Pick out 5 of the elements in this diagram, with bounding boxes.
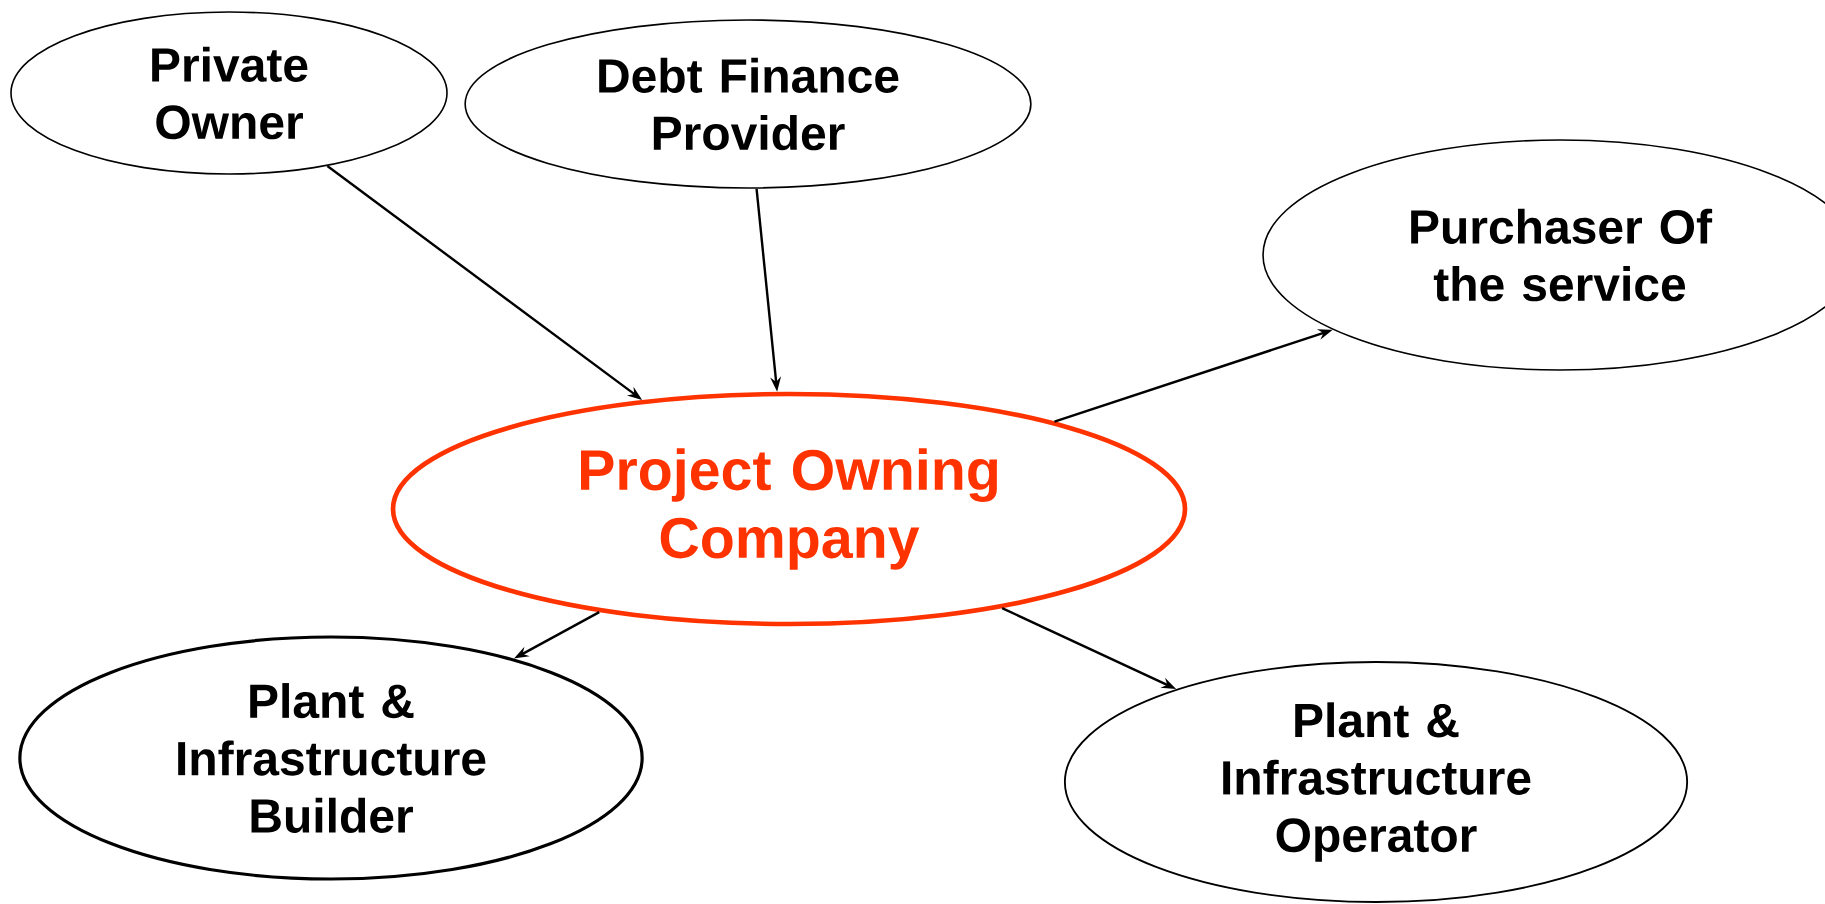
- ellipse-node: Project Owning Company: [390, 391, 1188, 627]
- ellipse-node: Plant & Infrastructure Builder: [18, 635, 644, 881]
- ellipse-node: Debt Finance Provider: [464, 19, 1032, 189]
- ellipse-node: Plant & Infrastructure Operator: [1063, 661, 1689, 903]
- ellipse-node: Private Owner: [10, 11, 448, 175]
